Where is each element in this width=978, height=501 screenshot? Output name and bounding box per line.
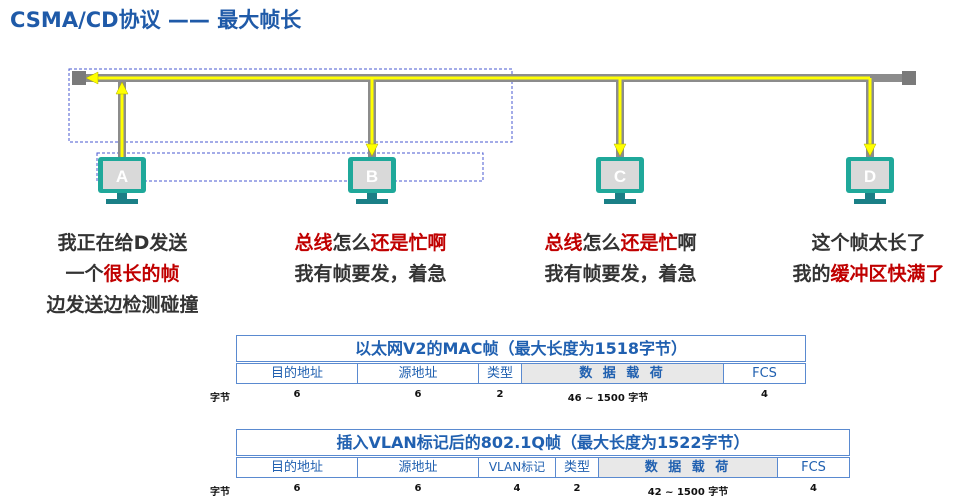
station-a-label: A — [116, 167, 128, 186]
frame2-field-src-addr: 源地址 — [357, 457, 479, 478]
frame1-bytes-dest: 6 — [293, 389, 301, 400]
frame2-field-dest-addr: 目的地址 — [236, 457, 358, 478]
station-a-monitor-icon: A — [98, 157, 146, 204]
frame2-field-vlan-tag: VLAN标记 — [478, 457, 556, 478]
frame2-bytes-payload: 42 ~ 1500 字节 — [647, 487, 729, 498]
frame1-field-type: 类型 — [478, 363, 522, 384]
frame2-field-payload: 数 据 载 荷 — [598, 457, 778, 478]
frame1-field-dest-addr: 目的地址 — [236, 363, 358, 384]
signal-arrow-left — [85, 71, 99, 85]
frame2-title: 插入VLAN标记后的802.1Q帧（最大长度为1522字节） — [236, 429, 850, 456]
frame2-bytes-vlan: 4 — [513, 483, 521, 494]
page-title: CSMA/CD协议 —— 最大帧长 — [10, 8, 302, 32]
station-c-monitor-icon: C — [596, 157, 644, 204]
caption-d-line1: 这个帧太长了 — [811, 232, 926, 254]
signal-arrow-a — [115, 81, 129, 95]
frame2-bytes-type: 2 — [573, 483, 581, 494]
frame2-bytes-dest: 6 — [293, 483, 301, 494]
frame1-field-src-addr: 源地址 — [357, 363, 479, 384]
frame1-field-payload: 数 据 载 荷 — [521, 363, 724, 384]
frame2-field-type: 类型 — [555, 457, 599, 478]
frame1-bytes-src: 6 — [414, 389, 422, 400]
caption-b-line1: 总线怎么还是忙啊 — [294, 232, 447, 254]
caption-station-b: 总线怎么还是忙啊 我有帧要发，着急 — [268, 228, 473, 290]
bus-terminator-left — [72, 71, 86, 85]
signal-arrow-b — [365, 143, 379, 157]
caption-station-d: 这个帧太长了 我的缓冲区快满了 — [766, 228, 971, 290]
selection-box-bottom — [96, 152, 484, 182]
bus-network-diagram: A B C D — [68, 68, 916, 204]
caption-station-c: 总线怎么还是忙啊 我有帧要发，着急 — [518, 228, 723, 290]
station-d-label: D — [864, 167, 876, 186]
frame1-title: 以太网V2的MAC帧（最大长度为1518字节） — [236, 335, 806, 362]
station-c-label: C — [614, 167, 626, 186]
caption-c-line1: 总线怎么还是忙啊 — [544, 232, 697, 254]
signal-arrow-c — [613, 143, 627, 157]
station-b-label: B — [366, 167, 378, 186]
frame2-bytes-fcs: 4 — [810, 483, 817, 494]
frame1-field-fcs: FCS — [723, 363, 806, 384]
caption-c-line2: 我有帧要发，着急 — [544, 263, 697, 285]
frame2-field-fcs: FCS — [777, 457, 850, 478]
caption-station-a: 我正在给D发送 一个很长的帧 边发送边检测碰撞 — [20, 228, 225, 321]
caption-b-line2: 我有帧要发，着急 — [294, 263, 447, 285]
frame2-bytes-src: 6 — [414, 483, 422, 494]
frame1-bytes-fcs: 4 — [761, 389, 768, 400]
selection-box-top — [68, 68, 513, 143]
caption-a-line3: 边发送边检测碰撞 — [46, 294, 199, 316]
frame1-bytes-payload: 46 ~ 1500 字节 — [567, 393, 649, 404]
station-b-monitor-icon: B — [348, 157, 396, 204]
frame1-bytes-label: 字节 — [210, 393, 230, 404]
caption-a-line2: 一个很长的帧 — [65, 263, 180, 285]
frame1-bytes-type: 2 — [496, 389, 504, 400]
bus-terminator-right — [902, 71, 916, 85]
caption-d-line2: 我的缓冲区快满了 — [792, 263, 945, 285]
frame2-bytes-label: 字节 — [210, 487, 230, 498]
signal-arrow-d — [863, 143, 877, 157]
caption-a-line1: 我正在给D发送 — [57, 232, 188, 254]
station-d-monitor-icon: D — [846, 157, 894, 204]
